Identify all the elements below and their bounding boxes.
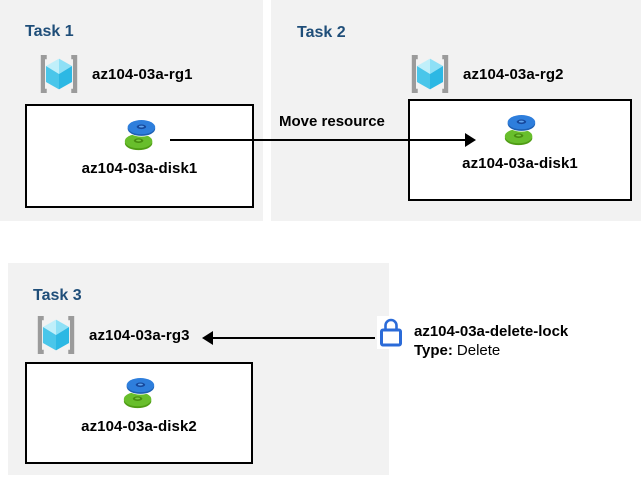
task2-panel: Task 2 az104-03a-rg2 az104-03a-disk1 — [271, 0, 641, 221]
task2-disk-label: az104-03a-disk1 — [462, 155, 578, 172]
task2-title: Task 2 — [297, 24, 346, 42]
task1-resource-group: az104-03a-rg1 — [36, 53, 193, 95]
task1-title: Task 1 — [25, 23, 74, 41]
task2-disk-box: az104-03a-disk1 — [408, 99, 632, 201]
move-arrow-label: Move resource — [279, 113, 385, 130]
task3-disk-label: az104-03a-disk2 — [81, 418, 197, 435]
lock-type-value: Delete — [456, 342, 501, 359]
lock-type-line: Type:Delete — [414, 341, 568, 360]
managed-disk-icon — [501, 113, 539, 146]
task3-resource-group: az104-03a-rg3 — [33, 314, 190, 356]
move-arrowhead-icon — [465, 133, 476, 147]
lock-text-block: az104-03a-delete-lock Type:Delete — [414, 322, 568, 360]
resource-group-icon — [407, 53, 453, 95]
managed-disk-icon — [121, 118, 159, 151]
task3-disk-box: az104-03a-disk2 — [25, 362, 253, 464]
lock-arrow-line — [212, 337, 375, 339]
resource-group-icon — [36, 53, 82, 95]
task1-disk-label: az104-03a-disk1 — [81, 160, 198, 177]
managed-disk-icon — [120, 376, 158, 409]
task1-rg-label: az104-03a-rg1 — [92, 65, 193, 83]
lock-arrowhead-icon — [202, 331, 213, 345]
resource-group-icon — [33, 314, 79, 356]
lock-icon — [377, 316, 405, 349]
move-arrow-line — [170, 139, 466, 141]
task3-title: Task 3 — [33, 287, 82, 305]
task3-panel: Task 3 az104-03a-rg3 az104-03a-disk2 — [8, 263, 389, 475]
task1-panel: Task 1 az104-03a-rg1 az104-03a-disk1 — [0, 0, 263, 221]
task2-resource-group: az104-03a-rg2 — [407, 53, 564, 95]
lock-name-label: az104-03a-delete-lock — [414, 323, 569, 340]
task1-disk-box: az104-03a-disk1 — [25, 104, 254, 208]
task2-rg-label: az104-03a-rg2 — [463, 65, 564, 83]
lock-type-label: Type: — [414, 342, 453, 359]
task3-rg-label: az104-03a-rg3 — [89, 326, 190, 344]
